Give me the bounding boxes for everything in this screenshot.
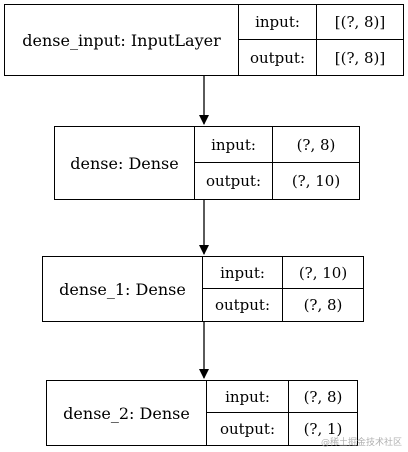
node-dense: dense: Dense input: (?, 8) output: (?, 1…: [54, 126, 360, 200]
output-shape: (?, 8): [303, 296, 343, 314]
watermark: @稀土掘金技术社区: [320, 438, 402, 448]
input-label: input:: [207, 381, 289, 413]
input-label: input:: [195, 127, 273, 163]
node-dense-1: dense_1: Dense input: (?, 10) output: (?…: [42, 256, 364, 322]
node-name: dense_input: InputLayer: [5, 5, 239, 75]
output-shape: [(?, 8)]: [334, 48, 386, 67]
output-label: output:: [239, 40, 317, 75]
input-label: input:: [239, 5, 317, 40]
node-dense-2: dense_2: Dense input: (?, 8) output: (?,…: [46, 380, 358, 446]
node-name: dense: Dense: [55, 127, 195, 199]
node-name: dense_1: Dense: [43, 257, 203, 321]
output-shape: (?, 1): [303, 420, 343, 438]
input-shape: (?, 8): [289, 381, 357, 413]
io-table: input: [(?, 8)] output: [(?, 8)]: [239, 5, 403, 75]
output-label: output:: [203, 289, 283, 321]
io-table: input: (?, 8) output: (?, 10): [195, 127, 359, 199]
node-name: dense_2: Dense: [47, 381, 207, 445]
io-table: input: (?, 8) output: (?, 1): [207, 381, 357, 445]
input-shape: [(?, 8)]: [317, 5, 403, 40]
input-label: input:: [203, 257, 283, 289]
input-shape: (?, 10): [283, 257, 363, 289]
input-shape: (?, 8): [273, 127, 359, 163]
node-dense-input: dense_input: InputLayer input: [(?, 8)] …: [4, 4, 404, 76]
output-shape: (?, 10): [291, 172, 341, 190]
output-label: output:: [207, 413, 289, 445]
io-table: input: (?, 10) output: (?, 8): [203, 257, 363, 321]
output-label: output:: [195, 163, 273, 199]
